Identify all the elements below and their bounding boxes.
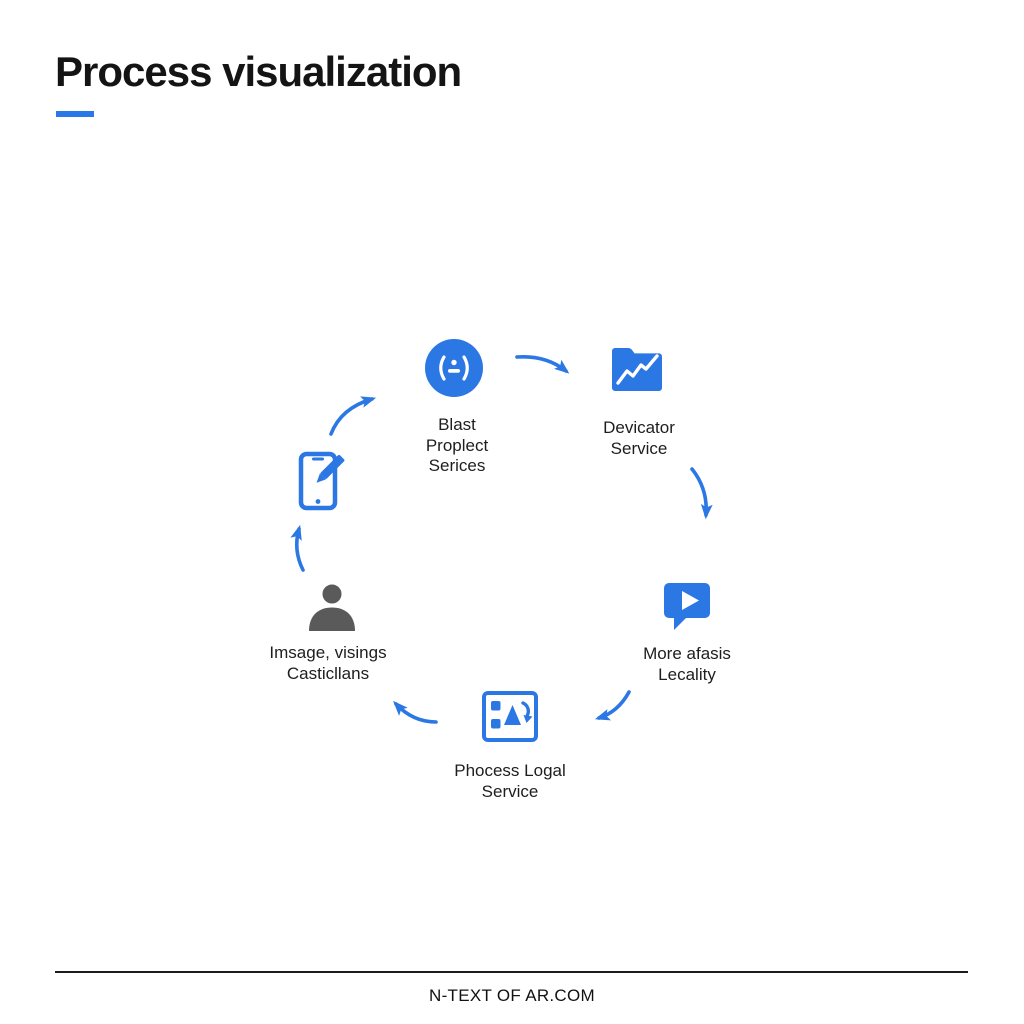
label-more-afasis: More afasis Lecality	[643, 644, 731, 684]
footer-divider	[55, 971, 968, 973]
arrow-more-to-process	[594, 690, 631, 721]
node-more-afasis	[659, 580, 715, 634]
node-users	[304, 582, 360, 632]
title-accent-bar	[56, 111, 94, 117]
arrow-devicator-to-more	[690, 467, 713, 520]
node-phone-edit	[296, 450, 348, 512]
page-title: Process visualization	[55, 48, 462, 95]
node-process-logal	[481, 690, 539, 744]
status-circle-icon	[425, 339, 483, 397]
label-blast-proplect: Blast Proplect Serices	[425, 415, 489, 476]
person-icon	[309, 582, 355, 631]
node-devicator	[609, 342, 665, 394]
node-blast-proplect	[424, 338, 484, 398]
label-process-logal: Phocess Logal Service	[454, 761, 566, 801]
media-transform-icon	[482, 691, 538, 742]
chat-play-icon	[664, 583, 710, 630]
label-users: Imsage, visings Casticllans	[269, 643, 387, 683]
footer-text: N-TEXT OF AR.COM	[429, 986, 595, 1005]
arrow-process-to-users	[393, 700, 438, 724]
folder-chart-icon	[612, 348, 662, 391]
label-devicator: Devicator Service	[603, 418, 675, 458]
phone-edit-icon	[298, 451, 345, 511]
arrow-blast-to-devicator	[515, 354, 570, 374]
arrow-users-to-phone	[290, 524, 305, 572]
